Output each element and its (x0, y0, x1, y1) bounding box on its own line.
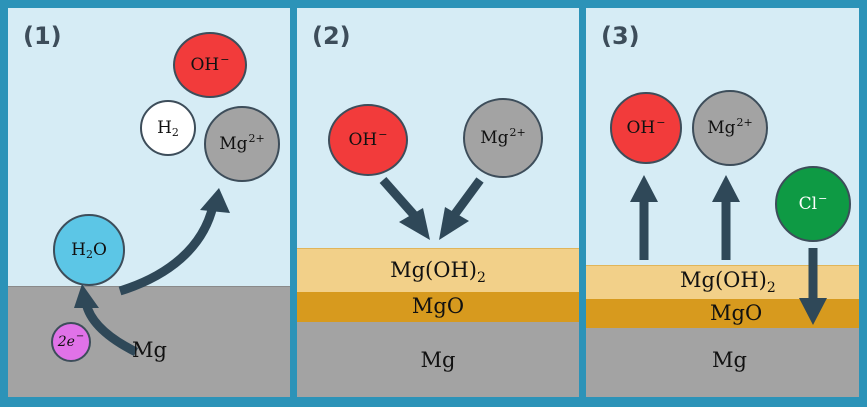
magnesium-ion-charge: 2+ (248, 131, 265, 145)
oxide-layer-label: MgO (411, 294, 465, 318)
hydroxide-ion: OH− (610, 92, 682, 164)
substrate-label: Mg (712, 348, 747, 372)
hydroxide-label: OH (626, 118, 656, 138)
arrow-hydroxide-head (399, 208, 430, 240)
water-subscript: 2 (85, 247, 93, 261)
arrowhead-up-left (74, 284, 99, 308)
hydroxide-charge: − (220, 52, 230, 66)
arrow-magnesium-up-head (712, 175, 740, 202)
arrow-hydroxide-line (379, 177, 418, 218)
chloride-charge: − (818, 191, 828, 205)
magnesium-ion-charge: 2+ (736, 115, 753, 129)
oxide-layer-label: MgO (710, 301, 763, 325)
water-label: H (71, 240, 86, 260)
magnesium-ion-label: Mg (480, 128, 509, 148)
mg-oxide-layer (297, 292, 579, 322)
hydroxide-layer-text: Mg(OH) (390, 258, 477, 282)
electrons: 2e− (51, 322, 91, 362)
hydroxide-label: OH (190, 55, 220, 75)
hydroxide-layer-label: Mg(OH)2 (680, 268, 776, 296)
transport-arrows (630, 175, 827, 325)
hydroxide-charge: − (378, 127, 388, 141)
mg-hydroxide-layer (297, 248, 579, 293)
hydroxide-layer-subscript: 2 (766, 280, 776, 297)
reaction-arrows (74, 188, 230, 357)
arrow-magnesium-line (451, 177, 484, 217)
arrowhead-up-right (200, 188, 230, 213)
curved-arrow-to-mg-ion (118, 204, 218, 296)
hydroxide-layer-label: Mg(OH)2 (297, 258, 579, 286)
hydroxide-label: OH (348, 130, 378, 150)
hydrogen-label: H (157, 118, 172, 138)
magnesium-ion-label: Mg (219, 134, 248, 154)
magnesium-ion-charge: 2+ (509, 125, 526, 139)
hydroxide-layer-subscript: 2 (476, 270, 486, 287)
hydrogen-subscript: 2 (171, 125, 179, 139)
substrate-label: Mg (420, 348, 456, 372)
chloride-label: Cl (798, 194, 818, 214)
hydroxide-charge: − (656, 115, 666, 129)
electrons-charge: − (75, 330, 85, 342)
curved-arrow-to-water (81, 301, 139, 357)
hydroxide-ion: OH− (173, 32, 247, 98)
arrow-chloride-down-head (799, 298, 827, 325)
hydroxide-ion: OH− (328, 104, 408, 176)
mg-substrate (297, 322, 579, 397)
reaction-arrows (379, 177, 484, 240)
step-number: (3) (601, 22, 640, 50)
water-label-tail: O (92, 240, 107, 260)
arrow-hydroxide-up-head (630, 175, 658, 202)
magnesium-ion-label: Mg (707, 118, 736, 138)
step-number: (2) (312, 22, 351, 50)
substrate-label: Mg (132, 338, 167, 362)
chloride-ion: Cl− (775, 166, 851, 242)
arrow-magnesium-head (439, 207, 469, 240)
mg-substrate (586, 328, 859, 397)
step-number: (1) (23, 22, 62, 50)
electrons-label: 2e (57, 334, 75, 350)
hydroxide-layer-text: Mg(OH) (680, 268, 767, 292)
